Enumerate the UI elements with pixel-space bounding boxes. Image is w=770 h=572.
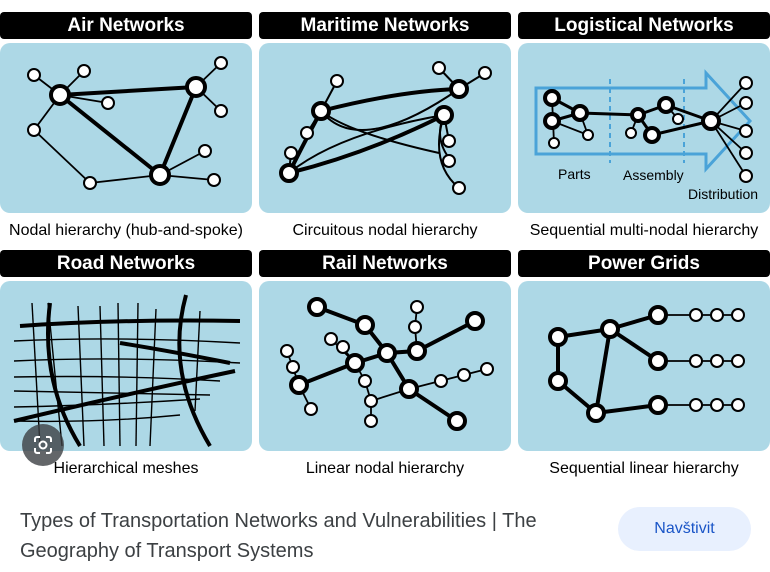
panel-title: Air Networks	[0, 12, 252, 39]
panel-caption: Linear nodal hierarchy	[305, 460, 465, 477]
panel-caption: Sequential multi-nodal hierarchy	[529, 222, 759, 239]
label-assembly: Assembly	[623, 167, 684, 183]
diagram-logistics: Parts Assembly Distribution	[518, 43, 770, 213]
visit-button[interactable]: Navštivit	[618, 507, 751, 551]
panel-caption: Circuitous nodal hierarchy	[292, 222, 478, 239]
panel-title: Maritime Networks	[259, 12, 511, 39]
panel-title: Road Networks	[0, 250, 252, 277]
diagram-power	[518, 281, 770, 451]
panel-caption: Nodal hierarchy (hub-and-spoke)	[9, 222, 243, 239]
panel-title: Power Grids	[518, 250, 770, 277]
panel-title: Rail Networks	[259, 250, 511, 277]
label-parts: Parts	[558, 166, 591, 182]
panel-caption: Hierarchical meshes	[53, 460, 199, 477]
diagram-road	[0, 281, 252, 451]
panel-title: Logistical Networks	[518, 12, 770, 39]
result-title-link[interactable]: Types of Transportation Networks and Vul…	[20, 510, 537, 562]
network-types-image[interactable]: Air Networks	[0, 0, 770, 490]
diagram-maritime	[259, 43, 511, 213]
diagram-air	[0, 43, 252, 213]
google-lens-icon[interactable]	[22, 424, 64, 466]
diagram-rail	[259, 281, 511, 451]
panel-caption: Sequential linear hierarchy	[549, 460, 739, 477]
label-distribution: Distribution	[688, 186, 759, 202]
